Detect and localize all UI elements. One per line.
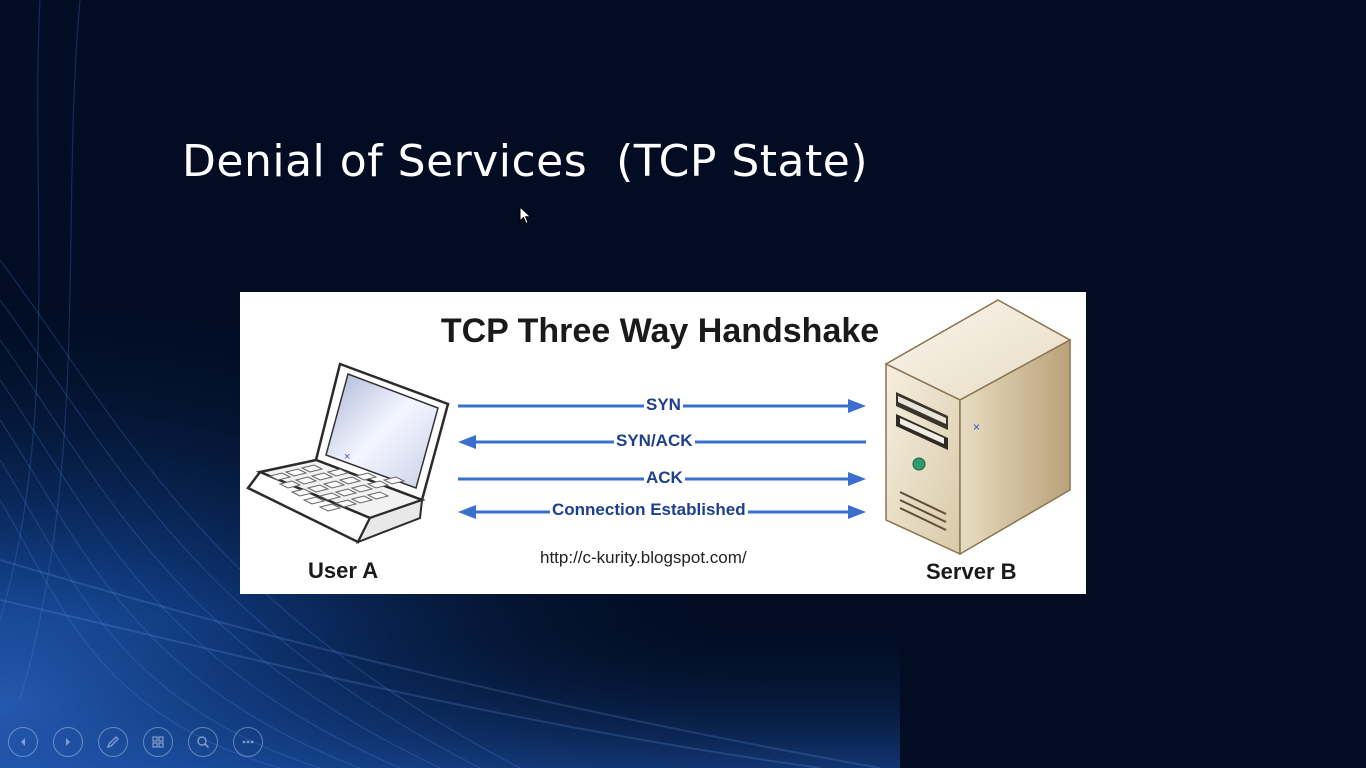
svg-text:×: × [344,451,350,463]
connection-established-label: Connection Established [550,500,748,520]
laptop-icon: × [246,362,450,544]
arrowhead-left-icon [458,435,476,449]
chevron-left-icon [21,738,25,746]
arrowhead-left-icon [458,505,476,519]
see-all-slides-button[interactable] [143,727,173,757]
server-icon: × [884,299,1072,556]
mouse-pointer-icon [519,206,532,225]
svg-text:×: × [973,420,980,434]
client-label: User A [308,558,379,583]
pen-icon [106,736,119,749]
more-options-button[interactable] [233,727,263,757]
next-slide-button[interactable] [53,727,83,757]
arrowhead-right-icon [848,399,866,413]
arrowhead-right-icon [848,505,866,519]
zoom-button[interactable] [188,727,218,757]
tcp-handshake-diagram: × × TCP Three W [240,292,1086,594]
diagram-graphics: × × [246,299,1072,556]
magnifier-icon [197,736,210,749]
syn-message-label: SYN [644,395,683,415]
previous-slide-button[interactable] [8,727,38,757]
slide-title: Denial of Services (TCP State) [182,136,868,187]
server-label: Server B [926,559,1017,584]
diagram-title: TCP Three Way Handshake [440,312,880,350]
chevron-right-icon [66,738,70,746]
arrowhead-right-icon [848,472,866,486]
source-url: http://c-kurity.blogspot.com/ [540,548,747,567]
syn-ack-message-label: SYN/ACK [614,431,695,451]
grid-icon [152,736,164,748]
slideshow-toolbar [8,727,263,759]
ellipsis-icon [242,740,254,744]
ack-message-label: ACK [644,468,685,488]
pen-tool-button[interactable] [98,727,128,757]
